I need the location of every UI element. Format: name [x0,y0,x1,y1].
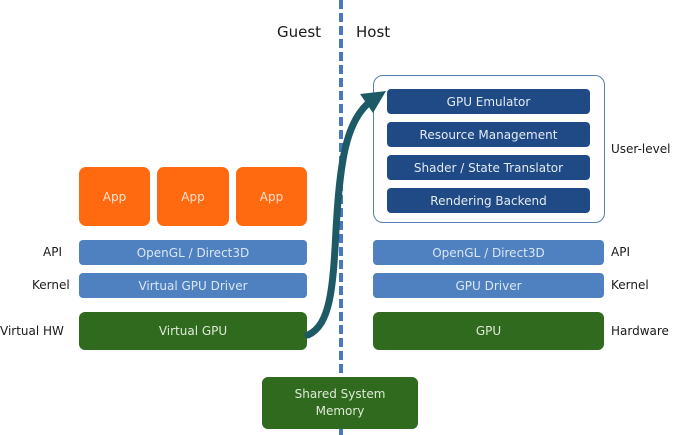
virtual-gpu-driver-box: Virtual GPU Driver [79,273,307,298]
hardware-label: Hardware [611,324,669,338]
shader-state-translator-box: Shader / State Translator [387,155,590,180]
shared-memory-line2: Memory [315,404,365,418]
user-level-label: User-level [611,142,671,156]
guest-app-box: App [236,167,307,226]
guest-api-label: API [43,245,62,259]
guest-opengl-direct3d-box: OpenGL / Direct3D [79,240,307,265]
rendering-backend-box: Rendering Backend [387,188,590,213]
gpu-driver-box: GPU Driver [373,273,604,298]
shared-system-memory-box: Shared System Memory [262,377,418,429]
virtual-gpu-box: Virtual GPU [79,312,307,350]
arrow-head-icon [360,91,386,113]
guest-header: Guest [277,23,322,41]
shared-memory-line1: Shared System [294,387,386,401]
gpu-emulator-box: GPU Emulator [387,89,590,114]
resource-management-box: Resource Management [387,122,590,147]
guest-kernel-label: Kernel [32,278,70,292]
gpu-box: GPU [373,312,604,350]
host-header: Host [356,23,391,41]
host-api-label: API [611,245,630,259]
guest-app-box: App [79,167,150,226]
host-opengl-direct3d-box: OpenGL / Direct3D [373,240,604,265]
virtual-hw-label: Virtual HW [0,324,64,338]
guest-app-box: App [157,167,229,226]
host-kernel-label: Kernel [611,278,649,292]
